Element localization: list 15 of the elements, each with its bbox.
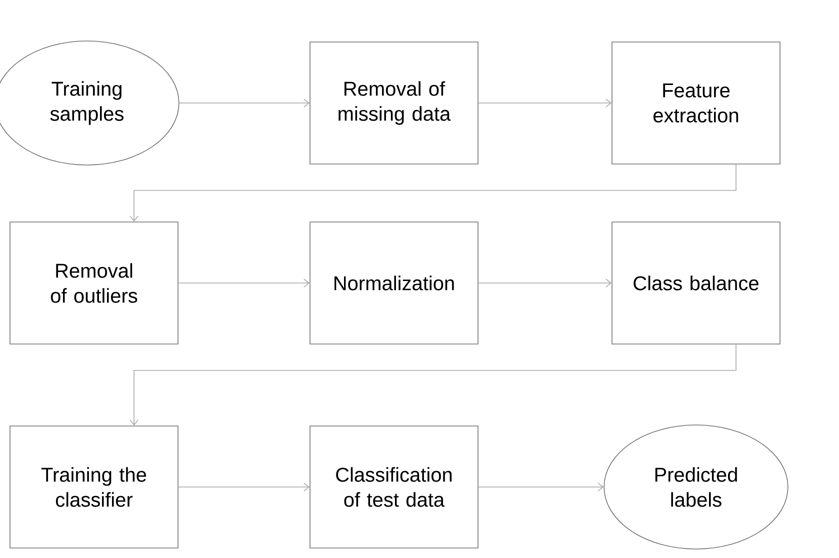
arrow — [478, 482, 604, 492]
arrow — [478, 98, 612, 108]
arrow — [178, 98, 310, 108]
process-box: Training the classifier — [10, 426, 178, 548]
process-box: Class balance — [612, 222, 780, 344]
arrow — [178, 482, 310, 492]
arrow — [130, 164, 736, 222]
arrow — [478, 278, 612, 288]
process-box: Normalization — [310, 222, 478, 344]
arrow — [130, 344, 736, 426]
arrow — [178, 278, 310, 288]
process-box: Feature extraction — [612, 42, 780, 164]
process-box: Removal of missing data — [310, 42, 478, 164]
process-box: Classification of test data — [310, 426, 478, 548]
process-box: Removal of outliers — [10, 222, 178, 344]
